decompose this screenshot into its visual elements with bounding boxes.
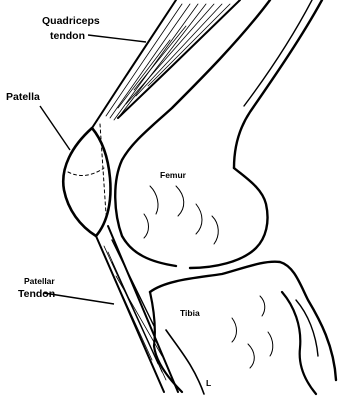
- label-femur: Femur: [160, 170, 187, 180]
- femur: [115, 0, 322, 268]
- tibia: [150, 262, 336, 394]
- patellar-tendon: [96, 226, 178, 392]
- label-quadriceps-tendon-line1: Quadriceps: [42, 15, 100, 27]
- patella: [63, 124, 110, 236]
- label-quadriceps-tendon: Quadriceps tendon: [42, 15, 100, 42]
- label-corner-mark: L: [206, 378, 211, 388]
- leader-patella: [40, 106, 70, 150]
- label-quadriceps-tendon-line2: tendon: [50, 30, 85, 42]
- label-patella: Patella: [6, 91, 40, 103]
- leader-quadriceps-tendon: [88, 35, 146, 42]
- label-tibia: Tibia: [180, 308, 200, 318]
- quadriceps-tendon: [92, 0, 240, 128]
- label-patellar-tendon-overline: Patellar: [24, 276, 55, 286]
